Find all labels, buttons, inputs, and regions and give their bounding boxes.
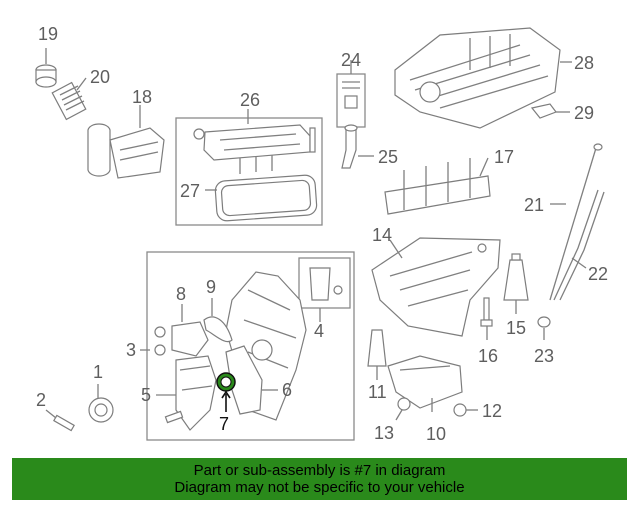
timing-cover-group-box [146,251,355,441]
oil-pan-upper [371,237,501,337]
banner-line-2: Diagram may not be specific to your vehi… [174,479,465,496]
callout-2: 2 [36,390,46,410]
pcv-valve [342,81,360,109]
callout-21: 21 [524,195,544,215]
dipstick-tube [553,189,605,301]
callout-23: 23 [534,346,554,366]
callout-11: 11 [368,382,387,402]
damper-bolt [53,414,75,432]
bolt-13 [397,397,411,411]
callout-5: 5 [141,385,151,405]
callout-20: 20 [90,67,110,87]
oil-filler-cap [35,64,57,88]
parts-diagram: 19 20 18 26 27 24 25 28 29 17 21 14 22 1… [35,24,608,444]
valve-cover-gasket [214,174,318,222]
banner-line-1: Part or sub-assembly is #7 in diagram [193,462,446,479]
callout-12: 12 [482,401,502,421]
gasket-9 [203,316,233,343]
sealant-tube-11 [367,329,387,367]
oil-filter-element [51,81,87,121]
callout-15: 15 [506,318,526,338]
callout-24: 24 [341,50,361,70]
crankshaft-bearing-cap [384,158,491,215]
callout-16: 16 [478,346,498,366]
oil-pump-5 [164,355,217,431]
oil-pan-lower [387,355,463,409]
callout-27: 27 [180,181,200,201]
callout-3: 3 [126,340,136,360]
intake-gasket-29 [530,103,557,119]
drain-plug-12 [453,403,467,417]
callout-29: 29 [574,103,594,123]
callout-9: 9 [206,277,216,297]
callout-4: 4 [314,321,324,341]
sealant-tube-15 [503,253,529,301]
callout-26: 26 [240,90,260,110]
info-banner: Part or sub-assembly is #7 in diagram Di… [12,458,627,500]
callout-1: 1 [93,362,103,382]
callout-22: 22 [588,264,608,284]
crankshaft-damper [88,397,114,423]
callout-19: 19 [38,24,58,44]
pcv-hose-fitting [341,124,358,169]
callout-6: 6 [282,380,292,400]
cover-gasket-6 [225,345,263,415]
callout-17: 17 [494,147,514,167]
intake-manifold [394,27,561,129]
valve-cover [193,124,316,174]
callout-28: 28 [574,53,594,73]
callout-18: 18 [132,87,152,107]
callout-10: 10 [426,424,446,444]
callout-14: 14 [372,225,392,245]
dipstick [549,143,603,301]
front-crank-seal-7 [216,372,236,392]
bolt-16 [480,297,493,327]
gasket-4 [309,267,343,301]
oil-filter-housing [87,123,165,179]
seal-23 [537,316,551,328]
gasket-4-box [298,257,351,309]
callout-13: 13 [374,423,394,443]
callout-8: 8 [176,284,186,304]
callout-25: 25 [378,147,398,167]
water-pump-8 [154,321,209,357]
valve-cover-group-box [175,117,323,226]
callout-7: 7 [219,414,229,434]
